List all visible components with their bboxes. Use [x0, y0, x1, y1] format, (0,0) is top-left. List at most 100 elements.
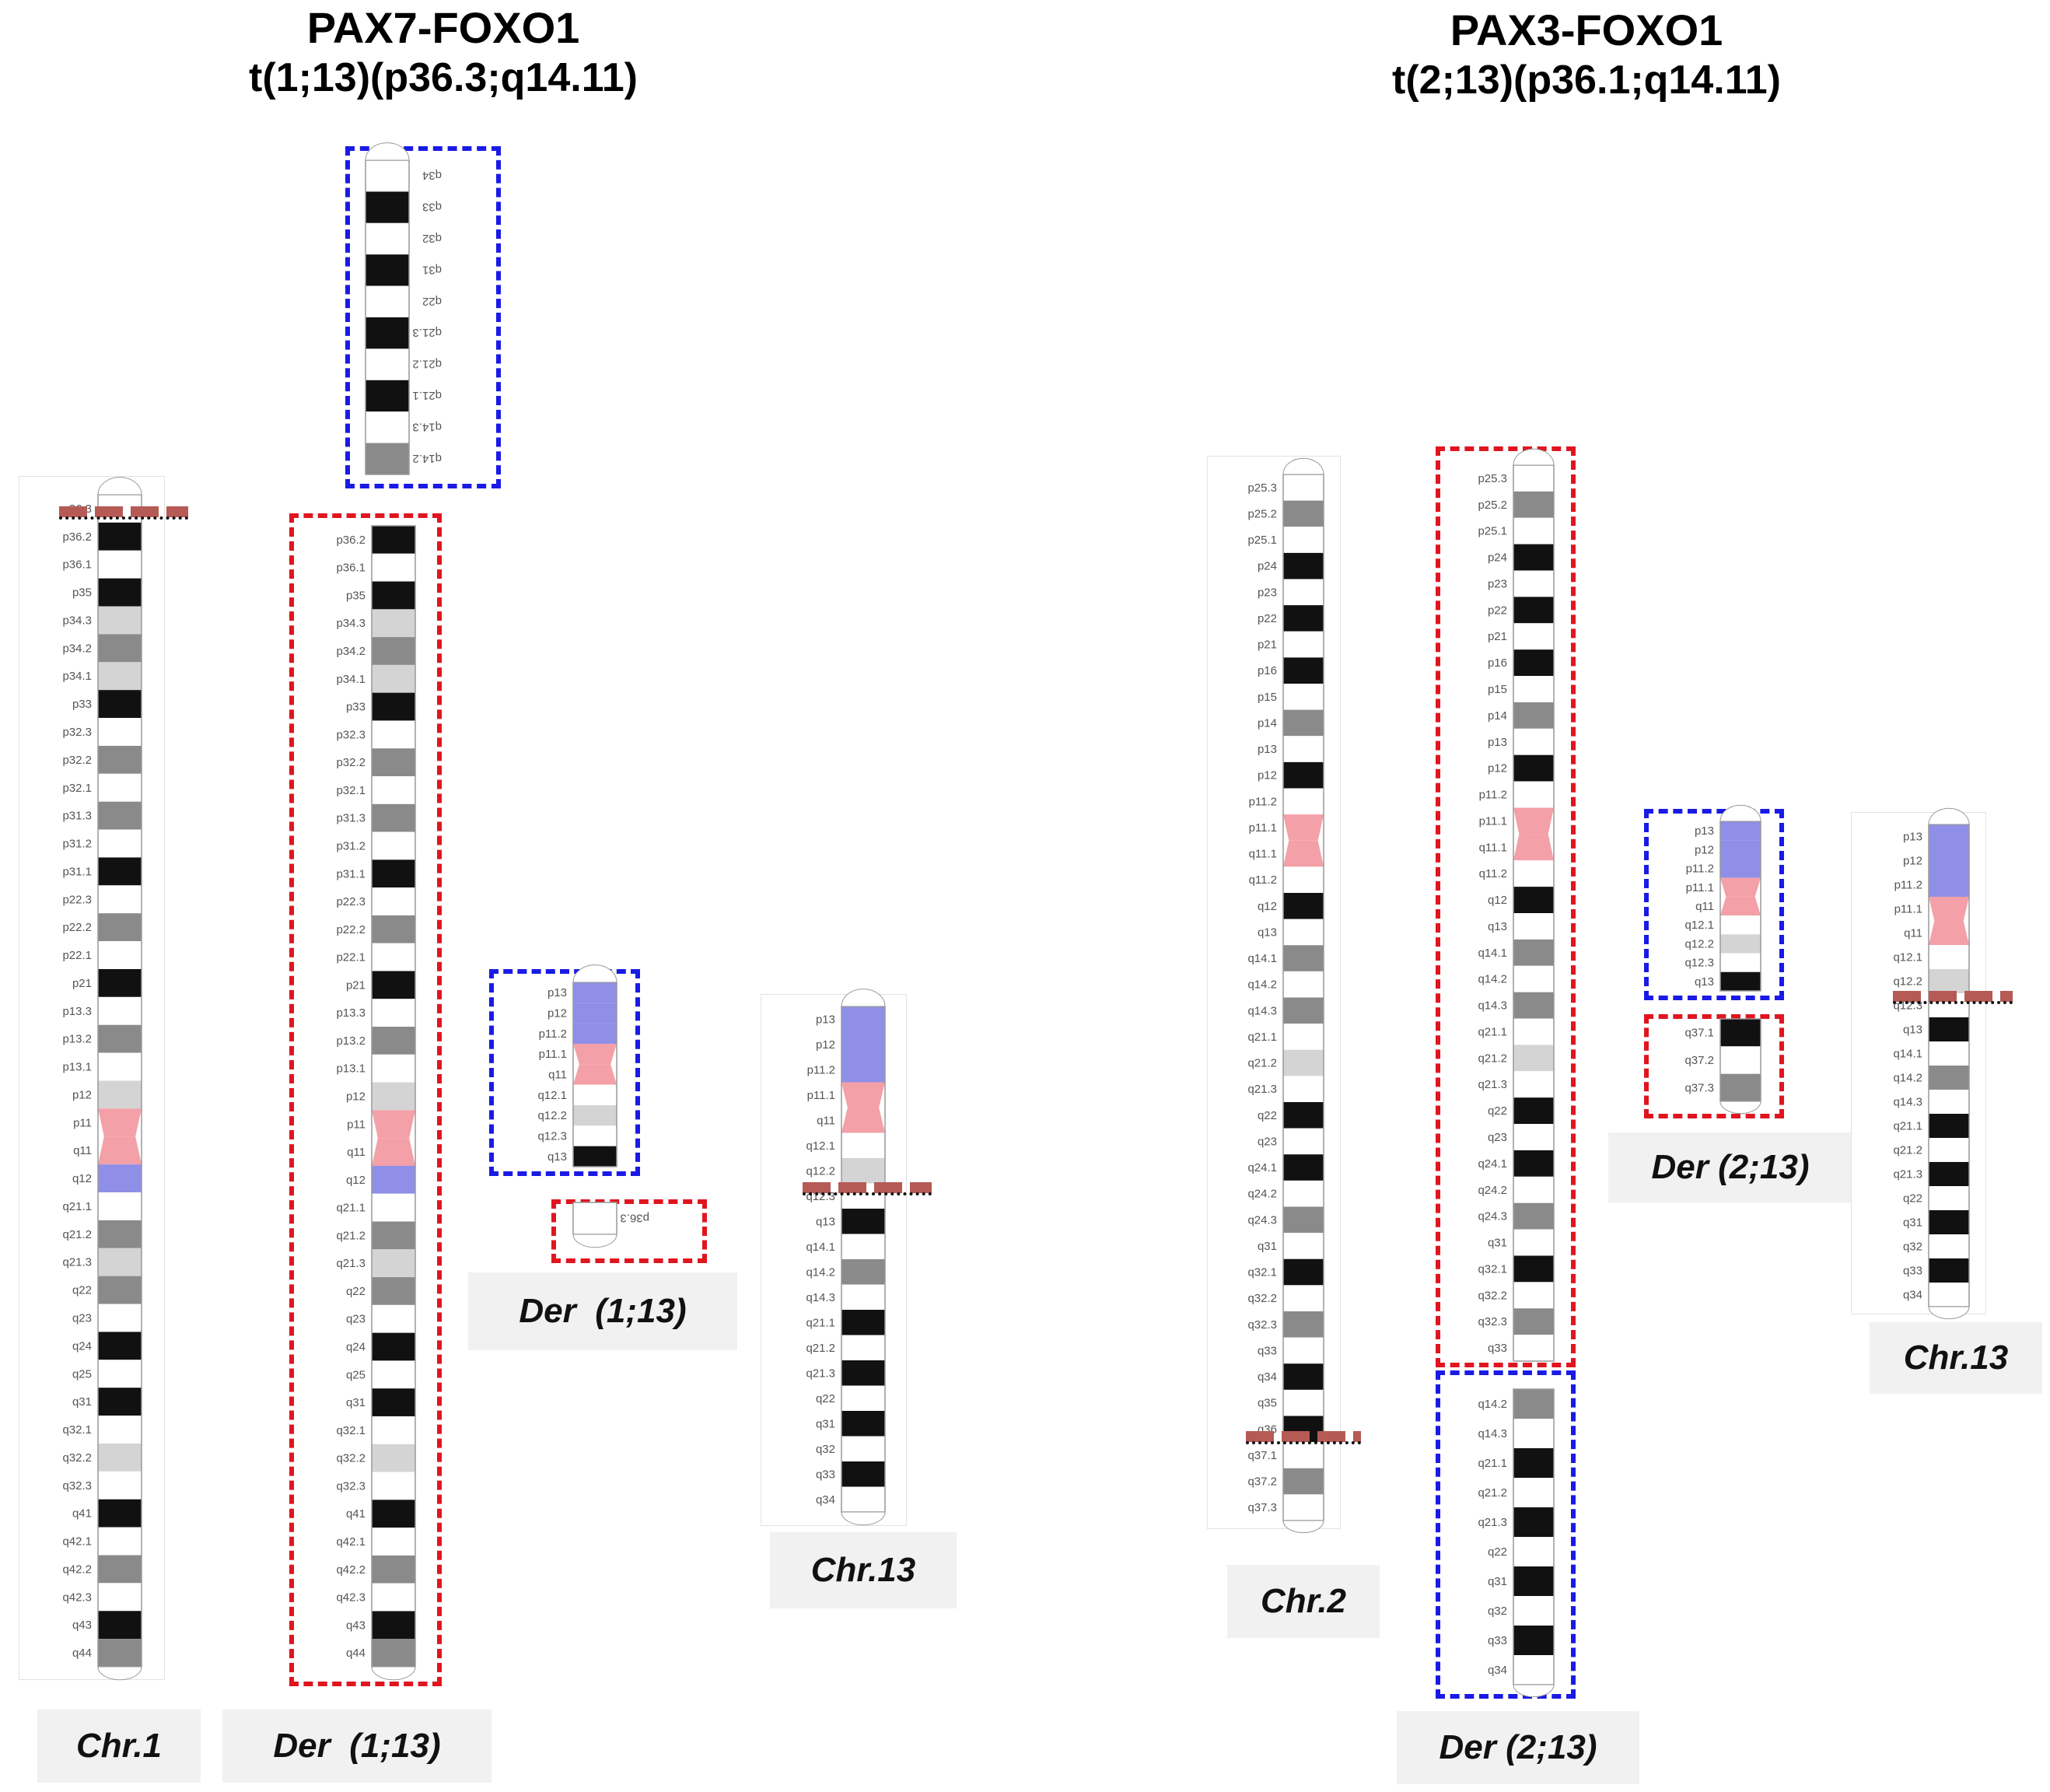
band-label: p31.2	[336, 839, 366, 852]
band-label: q22	[346, 1285, 366, 1298]
band-p36.1	[372, 553, 415, 582]
band-q32.3	[1283, 1311, 1324, 1338]
band-label: q32	[816, 1443, 835, 1456]
band-p32.2	[372, 748, 415, 777]
band-label: q21.3	[62, 1256, 92, 1269]
band-p36.3	[573, 1202, 617, 1234]
band-q42.1	[372, 1528, 415, 1556]
band-label: q31	[1903, 1216, 1922, 1230]
band-p22.3	[98, 885, 142, 914]
band-p12	[1283, 761, 1324, 789]
band-p34.1	[372, 664, 415, 693]
band-label: q11	[73, 1144, 92, 1157]
band-q31	[1929, 1210, 1969, 1234]
band-label: q24.3	[1247, 1213, 1277, 1227]
band-q14.3	[366, 411, 409, 443]
band-label: p11.1	[539, 1048, 567, 1061]
band-label: p35	[72, 586, 92, 600]
band-label: p34.3	[336, 617, 366, 630]
band-label: p22.3	[62, 893, 92, 906]
band-label: q21.2	[1478, 1052, 1507, 1065]
band-q32.2	[372, 1444, 415, 1472]
telomere-cap	[841, 1511, 886, 1526]
band-label: q11.1	[1249, 848, 1277, 861]
band-p11.2	[841, 1057, 885, 1083]
band-q21.1	[1513, 1018, 1554, 1045]
der2-13-small-red-box	[1644, 1014, 1784, 1118]
band-q35	[1283, 1389, 1324, 1416]
der2-13-blue-segment-box	[1436, 1370, 1576, 1699]
band-label: q13	[1258, 926, 1277, 939]
band-label: p11.2	[1894, 879, 1922, 892]
band-p25.3	[1283, 474, 1324, 501]
band-p21	[372, 971, 415, 999]
band-p12	[573, 1003, 617, 1024]
band-q21.1	[366, 380, 409, 412]
band-label: q31	[1488, 1237, 1507, 1250]
band-label: p14	[1488, 709, 1507, 723]
band-q34	[841, 1486, 885, 1512]
band-label: q12	[1488, 894, 1507, 907]
band-p22	[1283, 605, 1324, 632]
band-q22	[841, 1385, 885, 1411]
band-q11	[1720, 896, 1761, 916]
band-label: p13.1	[336, 1062, 366, 1076]
band-label: p32.3	[336, 728, 366, 741]
band-p13	[573, 982, 617, 1003]
band-label: q21.1	[806, 1316, 835, 1329]
band-q32	[841, 1436, 885, 1461]
band-q25	[98, 1360, 142, 1388]
telomere-cap	[572, 964, 617, 983]
band-p33	[372, 692, 415, 721]
band-label: q21.2	[62, 1228, 92, 1241]
band-q14.2	[841, 1259, 885, 1285]
band-label: p24	[1488, 551, 1507, 565]
band-label: q41	[346, 1507, 366, 1521]
band-q14.2	[1283, 971, 1324, 998]
band-q21.2	[372, 1221, 415, 1250]
band-label: p11.1	[1894, 903, 1922, 916]
band-q21.2	[841, 1335, 885, 1360]
band-label: q33	[1488, 1342, 1507, 1355]
band-label: q21.3	[1478, 1078, 1507, 1091]
band-label: q12.2	[1684, 937, 1714, 950]
band-p16	[1283, 657, 1324, 684]
band-q25	[372, 1360, 415, 1389]
band-label: q31	[346, 1396, 366, 1409]
band-label: p13	[1488, 736, 1507, 749]
telomere-cap	[1719, 804, 1761, 822]
band-label: p31.2	[62, 838, 92, 851]
telomere-cap	[1282, 1520, 1324, 1534]
band-q12.2	[573, 1105, 617, 1126]
band-label: q13	[1488, 920, 1507, 933]
band-q21.3	[366, 317, 409, 349]
band-label: q43	[346, 1619, 366, 1632]
band-q34	[1513, 1655, 1554, 1685]
band-p24	[1513, 544, 1554, 571]
band-q11	[98, 1136, 142, 1165]
band-label: q35	[1258, 1397, 1277, 1410]
breakpoint-marker	[803, 1182, 932, 1195]
caption-der1-13-small: Der (1;13)	[468, 1272, 737, 1350]
band-label: p32.1	[62, 782, 92, 795]
band-label: p31.3	[336, 812, 366, 825]
band-label: q12	[72, 1172, 92, 1185]
band-label: p16	[1488, 656, 1507, 670]
band-label: p13	[547, 986, 567, 999]
telomere-cap	[1928, 807, 1970, 825]
band-label: p13.3	[62, 1005, 92, 1018]
breakpoint-marker	[1246, 1431, 1361, 1444]
band-label: p34.2	[62, 642, 92, 655]
band-q12.1	[1929, 945, 1969, 969]
band-label: p22.1	[62, 949, 92, 962]
band-q24.3	[1513, 1202, 1554, 1230]
band-label: q21.1	[1478, 1457, 1507, 1470]
band-q21.3	[1513, 1507, 1554, 1537]
band-p23	[1283, 579, 1324, 606]
band-p34.1	[98, 662, 142, 691]
band-label: p32.1	[336, 784, 366, 797]
band-q12.3	[1720, 953, 1761, 972]
band-label: q37.3	[1247, 1501, 1277, 1514]
band-label: q14.2	[412, 452, 442, 465]
